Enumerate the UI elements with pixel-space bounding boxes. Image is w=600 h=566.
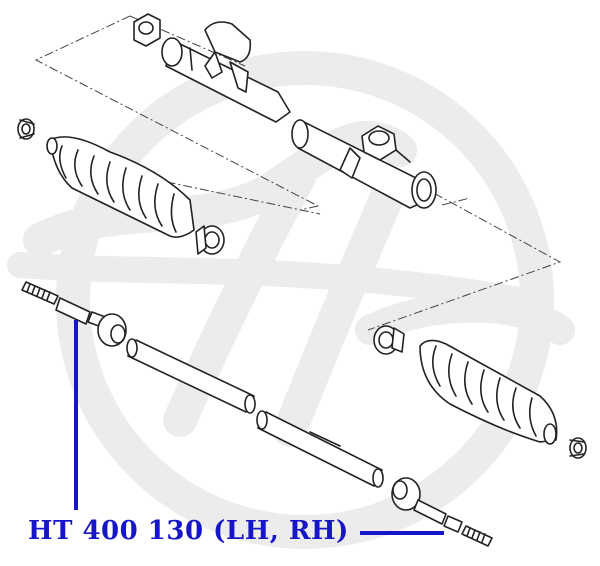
boot-clamp-small-right (569, 437, 587, 459)
rack-housing-right (291, 119, 437, 209)
rack-housing-left (161, 21, 291, 123)
bellows-boot-right (419, 339, 558, 445)
inner-tie-rod-right (391, 477, 493, 547)
rack-bar-right (256, 410, 384, 488)
bellows-boot-left (46, 136, 195, 238)
mounting-bushing (133, 13, 161, 47)
boot-clamp-small-left (17, 118, 35, 140)
rack-bar-left (126, 338, 256, 414)
boot-clamp-large-right (373, 325, 405, 355)
callout-leaders (74, 320, 444, 535)
watermark-logo (7, 51, 575, 549)
boot-clamp-large-left (195, 225, 225, 255)
part-number-label: HT 400 130 (LH, RH) (28, 516, 349, 546)
inner-tie-rod-left (21, 281, 127, 347)
